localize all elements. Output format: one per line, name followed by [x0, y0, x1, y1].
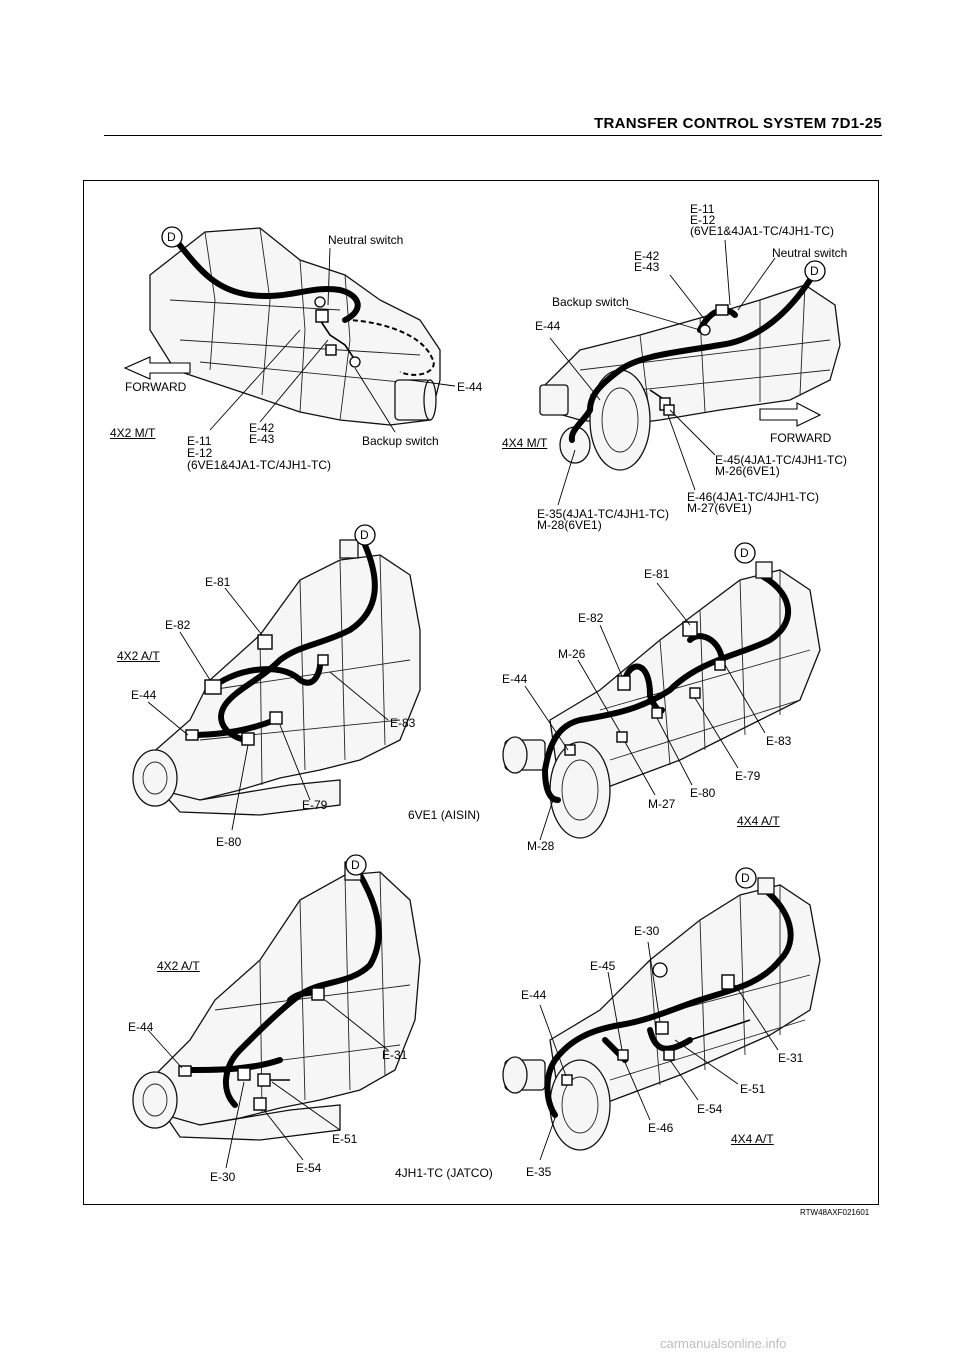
- d-markers: [161, 226, 826, 889]
- panel-4x4-at-jatco-drawing: [502, 877, 821, 1161]
- p2-note-label: (6VE1&4JA1-TC/4JH1-TC): [690, 224, 835, 238]
- p2-backup-switch-label: Backup switch: [552, 295, 629, 309]
- panel-4x2-at-jatco-drawing: [132, 861, 421, 1169]
- p5-model-label: 4X2 A/T: [157, 959, 200, 973]
- p6-e45-label: E-45: [590, 959, 616, 973]
- p4-e44-label: E-44: [502, 672, 528, 686]
- panel-4x4-at-aisin-drawing: [502, 561, 821, 841]
- p3-e81-label: E-81: [205, 575, 231, 589]
- p5-e51-label: E-51: [332, 1132, 358, 1146]
- p2-e45-label: E-45(4JA1-TC/4JH1-TC): [715, 453, 848, 467]
- p2-forward-label: FORWARD: [770, 431, 832, 445]
- d-marker-label: D: [167, 230, 176, 244]
- p1-e11-label: E-11: [187, 434, 212, 448]
- p1-e42-label: E-42: [249, 421, 275, 435]
- p4-e79-label: E-79: [735, 769, 761, 783]
- p5-engine-label: 4JH1-TC (JATCO): [395, 1166, 493, 1180]
- p1-note-label: (6VE1&4JA1-TC/4JH1-TC): [187, 458, 332, 472]
- d-marker-label: D: [810, 264, 819, 278]
- p4-e82-label: E-82: [578, 611, 604, 625]
- p4-m28-label: M-28: [527, 839, 555, 853]
- p2-e43-label: E-43: [634, 260, 660, 274]
- p2-model-label: 4X4 M/T: [502, 436, 548, 450]
- p2-m26-label: M-26(6VE1): [715, 464, 780, 478]
- p2-e42-label: E-42: [634, 249, 660, 263]
- d-marker-label: D: [741, 871, 750, 885]
- p3-e82-label: E-82: [165, 618, 191, 632]
- p3-engine-label: 6VE1 (AISIN): [408, 808, 481, 822]
- p1-neutral-switch-label: Neutral switch: [328, 233, 404, 247]
- watermark: carmanualsonline.info: [660, 1336, 787, 1351]
- p6-e31-label: E-31: [778, 1051, 804, 1065]
- p2-e35-label: E-35(4JA1-TC/4JH1-TC): [537, 507, 670, 521]
- p5-e31-label: E-31: [382, 1048, 408, 1062]
- figure-code: RTW48AXF021601: [800, 1208, 870, 1217]
- p1-backup-switch-label: Backup switch: [362, 434, 439, 448]
- p2-e11-label: E-11: [690, 202, 715, 216]
- p1-e43-label: E-43: [249, 432, 275, 446]
- p6-e30-label: E-30: [634, 924, 660, 938]
- p4-model-label: 4X4 A/T: [737, 814, 780, 828]
- p1-model-label: 4X2 M/T: [110, 426, 156, 440]
- panel-4x2-mt-drawing: [123, 227, 456, 433]
- p3-e79-label: E-79: [302, 798, 328, 812]
- page-header: TRANSFER CONTROL SYSTEM 7D1-25: [104, 113, 882, 136]
- p3-e83-label: E-83: [390, 716, 416, 730]
- page-title: TRANSFER CONTROL SYSTEM 7D1-25: [594, 115, 882, 132]
- p6-model-label: 4X4 A/T: [731, 1132, 774, 1146]
- p2-m27-label: M-27(6VE1): [687, 501, 752, 515]
- p4-m27-label: M-27: [648, 797, 676, 811]
- p2-m28-label: M-28(6VE1): [537, 518, 602, 532]
- p6-e46-label: E-46: [648, 1121, 674, 1135]
- p5-e30-label: E-30: [210, 1170, 236, 1184]
- p1-e12-label: E-12: [187, 446, 213, 460]
- p4-e81-label: E-81: [644, 567, 670, 581]
- p6-e54-label: E-54: [697, 1102, 723, 1116]
- p6-e35-label: E-35: [526, 1165, 552, 1179]
- p4-e83-label: E-83: [766, 734, 792, 748]
- d-marker-label: D: [740, 546, 749, 560]
- p5-e54-label: E-54: [296, 1161, 322, 1175]
- p1-e44-label: E-44: [457, 380, 483, 394]
- p2-e46-label: E-46(4JA1-TC/4JH1-TC): [687, 490, 820, 504]
- p4-m26-label: M-26: [558, 647, 586, 661]
- p6-e44-label: E-44: [521, 988, 547, 1002]
- p2-e12-label: E-12: [690, 213, 716, 227]
- p3-e44-label: E-44: [131, 688, 157, 702]
- p2-e44-label: E-44: [535, 319, 561, 333]
- panel-4x2-at-aisin-drawing: [132, 539, 421, 831]
- panel-4x4-mt-drawing: [539, 239, 841, 506]
- p6-e51-label: E-51: [740, 1082, 766, 1096]
- p3-e80-label: E-80: [216, 835, 242, 849]
- p3-model-label: 4X2 A/T: [117, 649, 160, 663]
- d-marker-label: D: [351, 858, 360, 872]
- p2-neutral-switch-label: Neutral switch: [772, 246, 848, 260]
- p1-forward-label: FORWARD: [125, 380, 187, 394]
- p4-e80-label: E-80: [690, 786, 716, 800]
- p5-e44-label: E-44: [128, 1020, 154, 1034]
- d-marker-label: D: [360, 528, 369, 542]
- figure-frame: [83, 180, 879, 1205]
